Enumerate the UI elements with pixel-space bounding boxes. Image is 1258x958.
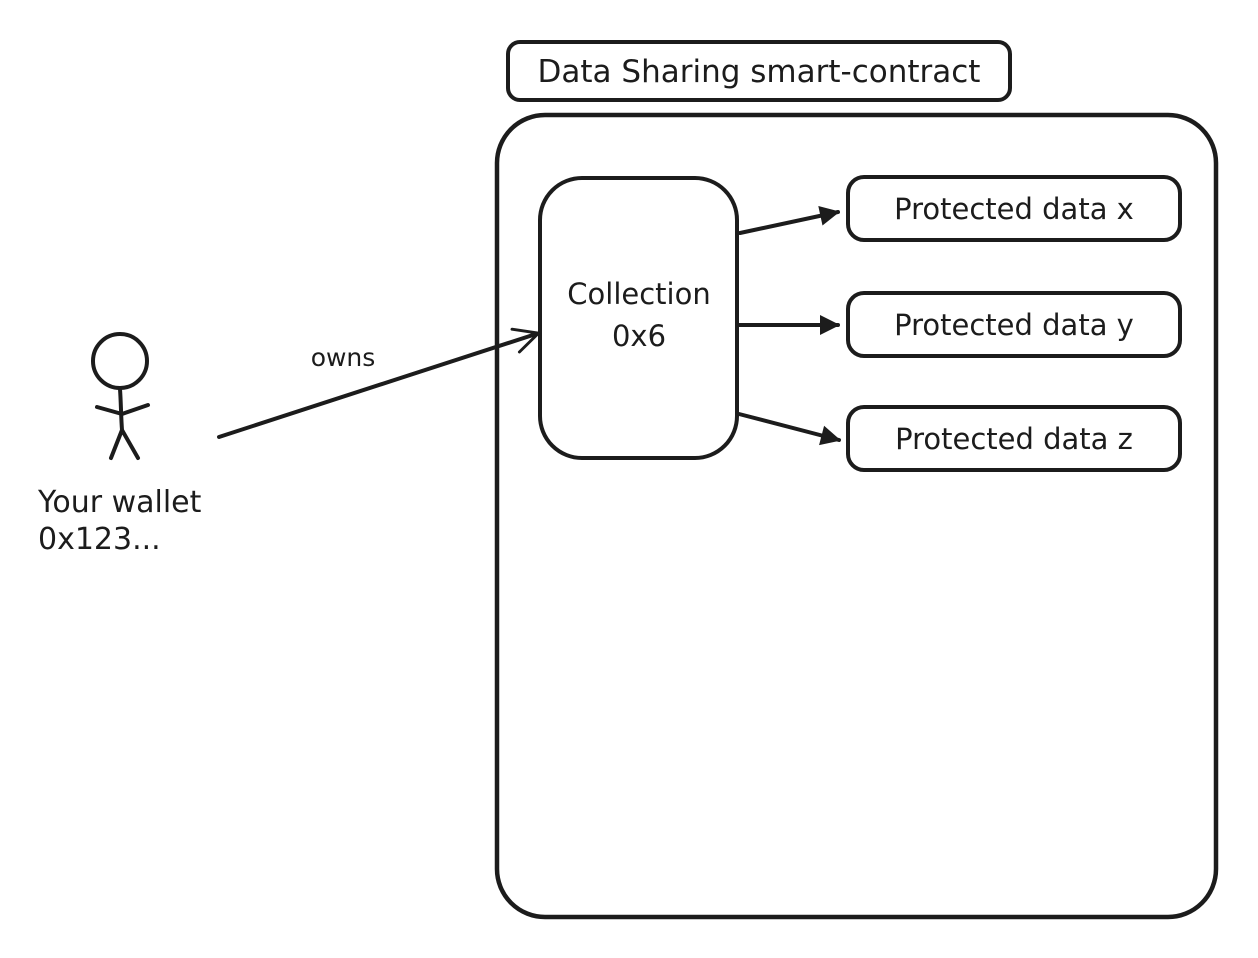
collection-label-line2: 0x6 bbox=[612, 319, 666, 353]
protected-data-x-label: Protected data x bbox=[894, 192, 1134, 226]
protected-data-z-label: Protected data z bbox=[895, 422, 1133, 456]
wallet-stick-figure bbox=[91, 332, 150, 460]
protected-data-y-box bbox=[846, 291, 1182, 358]
stick-figure-legs bbox=[109, 428, 140, 460]
title-box bbox=[506, 40, 1012, 102]
wallet-label-line1: Your wallet bbox=[37, 485, 202, 520]
title-label: Data Sharing smart-contract bbox=[538, 54, 981, 90]
collection-to-protected-x-arrow bbox=[738, 205, 840, 235]
owns-arrow bbox=[217, 334, 536, 439]
protected-data-x-box bbox=[846, 175, 1182, 242]
protected-data-y-label: Protected data y bbox=[894, 308, 1134, 342]
protected-data-z-box bbox=[846, 405, 1182, 472]
wallet-label-line2: 0x123... bbox=[38, 522, 161, 557]
stick-figure-body bbox=[118, 387, 124, 432]
collection-label-line1: Collection bbox=[567, 277, 710, 311]
owns-arrow-label: owns bbox=[311, 343, 376, 372]
smart-contract-container bbox=[494, 112, 1219, 920]
collection-to-protected-z-arrow bbox=[737, 412, 841, 446]
collection-box bbox=[538, 176, 739, 460]
stick-figure-head bbox=[91, 332, 149, 390]
stick-figure-arms bbox=[95, 403, 150, 416]
